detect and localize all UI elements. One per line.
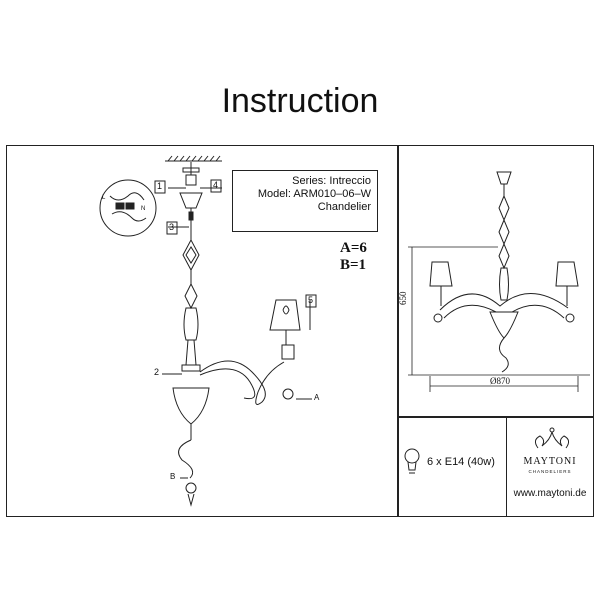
count-b: B=1 bbox=[340, 257, 367, 273]
height-dimension: 650 bbox=[398, 291, 408, 306]
label-n: N bbox=[141, 206, 146, 212]
diameter-dimension: Ø870 bbox=[490, 376, 510, 386]
callout-4: 4 bbox=[213, 180, 219, 190]
lamp-shade bbox=[269, 299, 301, 331]
ceiling-bracket bbox=[182, 162, 200, 186]
horizontal-divider bbox=[397, 416, 594, 418]
instruction-frame bbox=[6, 145, 594, 517]
brand-subtitle: CHANDELIERS bbox=[528, 469, 572, 474]
callout-5: 5 bbox=[308, 295, 314, 305]
brand-url: www.maytoni.de bbox=[513, 488, 587, 499]
count-a: A=6 bbox=[340, 240, 367, 256]
wiring-detail bbox=[99, 179, 157, 237]
callout-1: 1 bbox=[157, 181, 163, 191]
callout-2: 2 bbox=[154, 367, 160, 377]
footer-divider bbox=[506, 416, 507, 517]
part-counts: A=6 B=1 bbox=[340, 240, 367, 274]
elevation-drawing bbox=[429, 171, 579, 373]
page-title: Instruction bbox=[221, 82, 379, 120]
central-bowl bbox=[172, 387, 210, 425]
label-l: L bbox=[102, 195, 106, 201]
canopy bbox=[179, 192, 203, 209]
bulb-spec: 6 x E14 (40w) bbox=[427, 456, 495, 468]
series-text: Series: Intreccio bbox=[292, 175, 371, 187]
callout-3: 3 bbox=[169, 222, 175, 232]
arm bbox=[199, 360, 285, 405]
ceiling-hatch bbox=[165, 155, 222, 162]
brand-name: MAYTONI bbox=[523, 456, 577, 467]
chain bbox=[182, 222, 200, 310]
label-a: A bbox=[314, 393, 320, 402]
vertical-divider bbox=[397, 145, 399, 517]
label-b: B bbox=[170, 472, 176, 481]
lightbulb-icon bbox=[404, 448, 420, 474]
dimension-lines bbox=[408, 246, 590, 392]
product-info-box: Series: Intreccio Model: ARM010–06–W Cha… bbox=[232, 170, 378, 232]
product-type-text: Chandelier bbox=[317, 201, 371, 213]
bottom-curl bbox=[178, 439, 194, 479]
model-text: Model: ARM010–06–W bbox=[257, 188, 371, 200]
stem bbox=[181, 307, 201, 372]
arm-cup bbox=[281, 344, 295, 360]
maytoni-logo bbox=[534, 427, 570, 449]
